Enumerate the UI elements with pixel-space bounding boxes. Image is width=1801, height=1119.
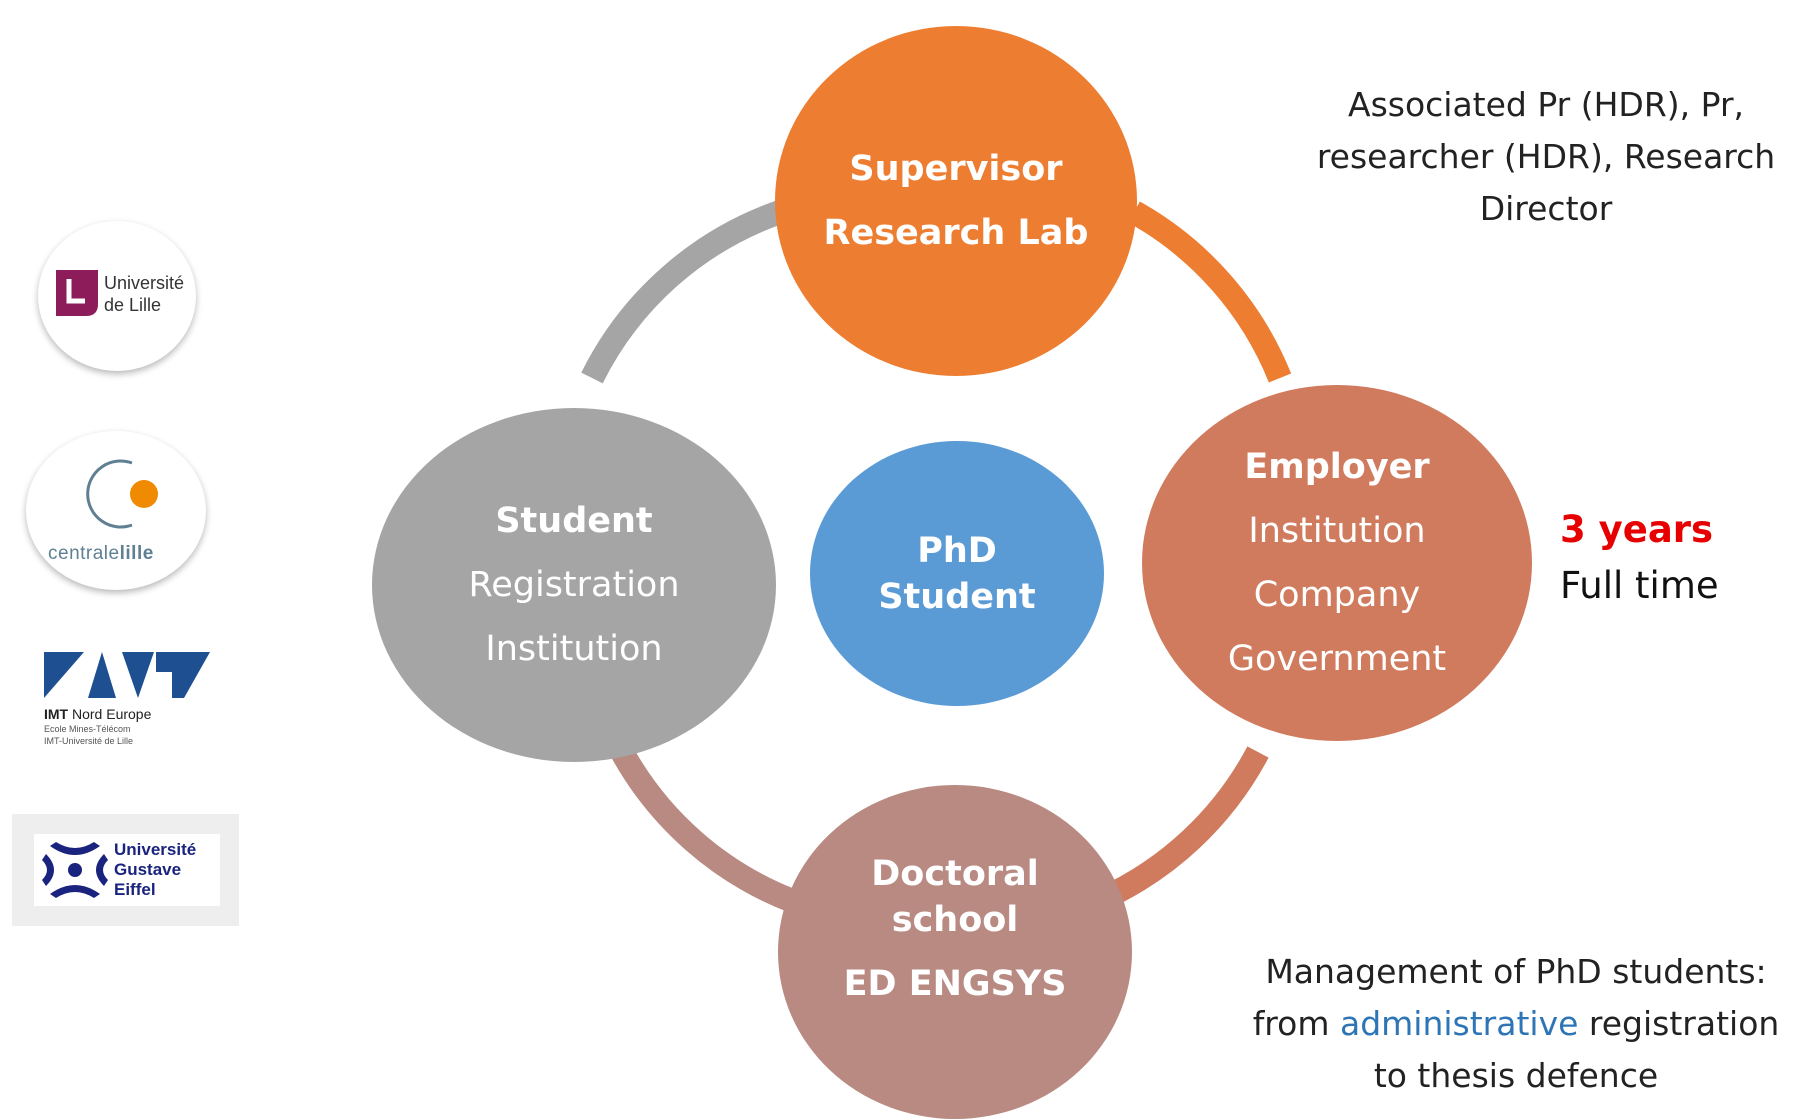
imt-line-1: IMT Nord Europe — [44, 706, 151, 722]
employer-node: Employer Institution Company Government — [1142, 385, 1532, 741]
centrale-lille-logo: centralelille — [26, 431, 206, 590]
management-from: from — [1252, 1004, 1340, 1043]
student-label: Student — [495, 501, 653, 541]
centrale-arc-icon — [86, 459, 158, 529]
management-line-3: to thesis defence — [1373, 1056, 1659, 1095]
ring-arc-bottom-left — [611, 746, 795, 912]
imt-line-2: Ecole Mines-Télécom — [44, 724, 131, 734]
imt-bold: IMT — [44, 706, 69, 722]
ring-arc-bottom-right — [1095, 746, 1269, 911]
duration-fulltime: Full time — [1560, 564, 1719, 607]
ring-arc-top-left — [581, 200, 784, 384]
lille-l-icon — [56, 270, 98, 316]
supervisor-node: Supervisor Research Lab — [775, 26, 1137, 376]
duration-years: 3 years — [1560, 508, 1714, 551]
management-line-1: Management of PhD students: — [1265, 952, 1767, 991]
eiffel-emblem-icon — [42, 842, 108, 898]
eiffel-line-3: Eiffel — [114, 880, 156, 899]
centrale-wordmark: centralelille — [48, 543, 154, 565]
school-label: school — [891, 900, 1019, 940]
ring-arc-top-right — [1128, 201, 1292, 383]
doctoral-school-node: Doctoral school ED ENGSYS — [778, 785, 1132, 1119]
management-registration: registration — [1578, 1004, 1780, 1043]
imt-line-3: IMT-Université de Lille — [44, 736, 134, 746]
duration-note: 3 years Full time — [1560, 502, 1780, 614]
supervisor-label: Supervisor — [849, 149, 1063, 189]
student-item-institution: Institution — [485, 629, 663, 669]
eiffel-line-2: Gustave — [114, 860, 182, 879]
ed-engsys-label: ED ENGSYS — [843, 964, 1067, 1004]
supervisor-roles-note: Associated Pr (HDR), Pr, researcher (HDR… — [1296, 79, 1796, 235]
student-center-label: Student — [878, 576, 1036, 617]
centrale-post: lille — [119, 543, 154, 564]
management-note: Management of PhD students: from adminis… — [1236, 946, 1796, 1102]
phd-student-node: PhD Student — [810, 441, 1104, 706]
employer-item-institution: Institution — [1248, 511, 1426, 551]
research-lab-label: Research Lab — [823, 213, 1089, 253]
phd-label: PhD — [917, 530, 997, 571]
roles-line-1: Associated Pr (HDR), Pr, — [1348, 85, 1744, 124]
universite-gustave-eiffel-logo: Université Gustave Eiffel — [12, 814, 239, 926]
lille-line-2: de Lille — [104, 295, 162, 315]
eiffel-line-1: Université — [114, 840, 197, 859]
imt-nord-europe-logo: IMT Nord Europe Ecole Mines-Télécom IMT-… — [44, 652, 214, 748]
doctoral-label: Doctoral — [871, 854, 1039, 894]
centrale-pre: centrale — [48, 543, 120, 564]
imt-shapes-icon — [44, 652, 210, 698]
student-node: Student Registration Institution — [372, 408, 776, 762]
roles-line-3: Director — [1479, 189, 1613, 228]
employer-item-government: Government — [1227, 639, 1447, 679]
lille-line-1: Université — [104, 273, 185, 293]
roles-line-2: researcher (HDR), Research — [1316, 137, 1776, 176]
imt-nord-europe: Nord Europe — [68, 706, 152, 722]
management-line-2: from administrative registration — [1236, 998, 1796, 1050]
employer-label: Employer — [1244, 447, 1430, 487]
employer-item-company: Company — [1253, 575, 1421, 615]
administrative-word: administrative — [1339, 1004, 1579, 1043]
universite-de-lille-logo: Université de Lille — [38, 221, 196, 371]
student-item-registration: Registration — [468, 565, 680, 605]
